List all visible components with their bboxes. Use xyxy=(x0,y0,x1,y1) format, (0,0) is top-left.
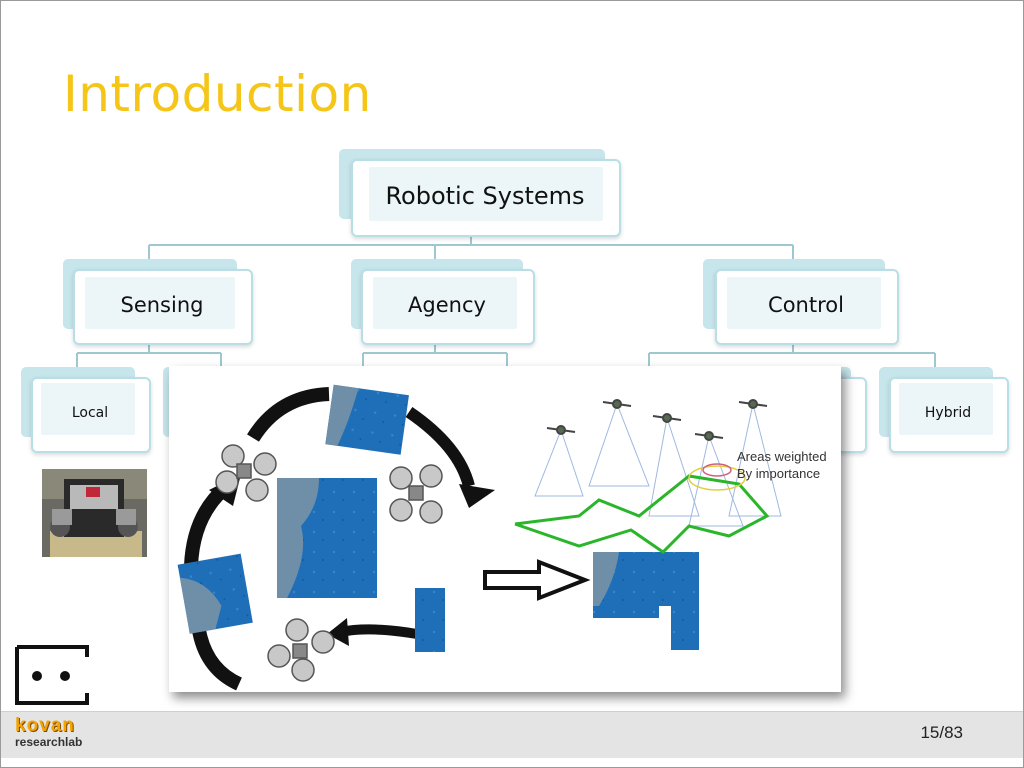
annotation-line1: Areas weighted xyxy=(737,449,827,464)
flight-path xyxy=(514,474,770,554)
node-label: Agency xyxy=(408,293,486,317)
figure-illustration: Areas weighted By importance xyxy=(177,384,827,691)
footer-bar xyxy=(1,711,1023,758)
quadrotor-icon xyxy=(215,444,277,502)
arrow-right-icon xyxy=(483,559,591,601)
node-label: Hybrid xyxy=(924,405,972,421)
annotation-line2: By importance xyxy=(737,466,820,481)
logo-kovan: kovan xyxy=(15,715,75,736)
node-label: Sensing xyxy=(120,293,204,317)
drone-icon xyxy=(546,399,768,441)
slide-title: Introduction xyxy=(63,65,372,123)
node-label: Control xyxy=(768,293,844,317)
quadrotor-icon xyxy=(267,618,335,682)
robot-photo xyxy=(42,469,147,557)
research-figure: Areas weighted By importance xyxy=(169,366,841,692)
coverage-cones xyxy=(534,403,782,527)
quadrotor-icon xyxy=(389,464,443,524)
page-number: 15/83 xyxy=(920,723,963,742)
node-label: Local xyxy=(71,405,109,421)
arrow-head-icon xyxy=(459,484,495,508)
node-label: Robotic Systems xyxy=(385,182,585,210)
logo-researchlab: researchlab xyxy=(15,735,83,749)
lab-logo-icon xyxy=(15,645,89,705)
